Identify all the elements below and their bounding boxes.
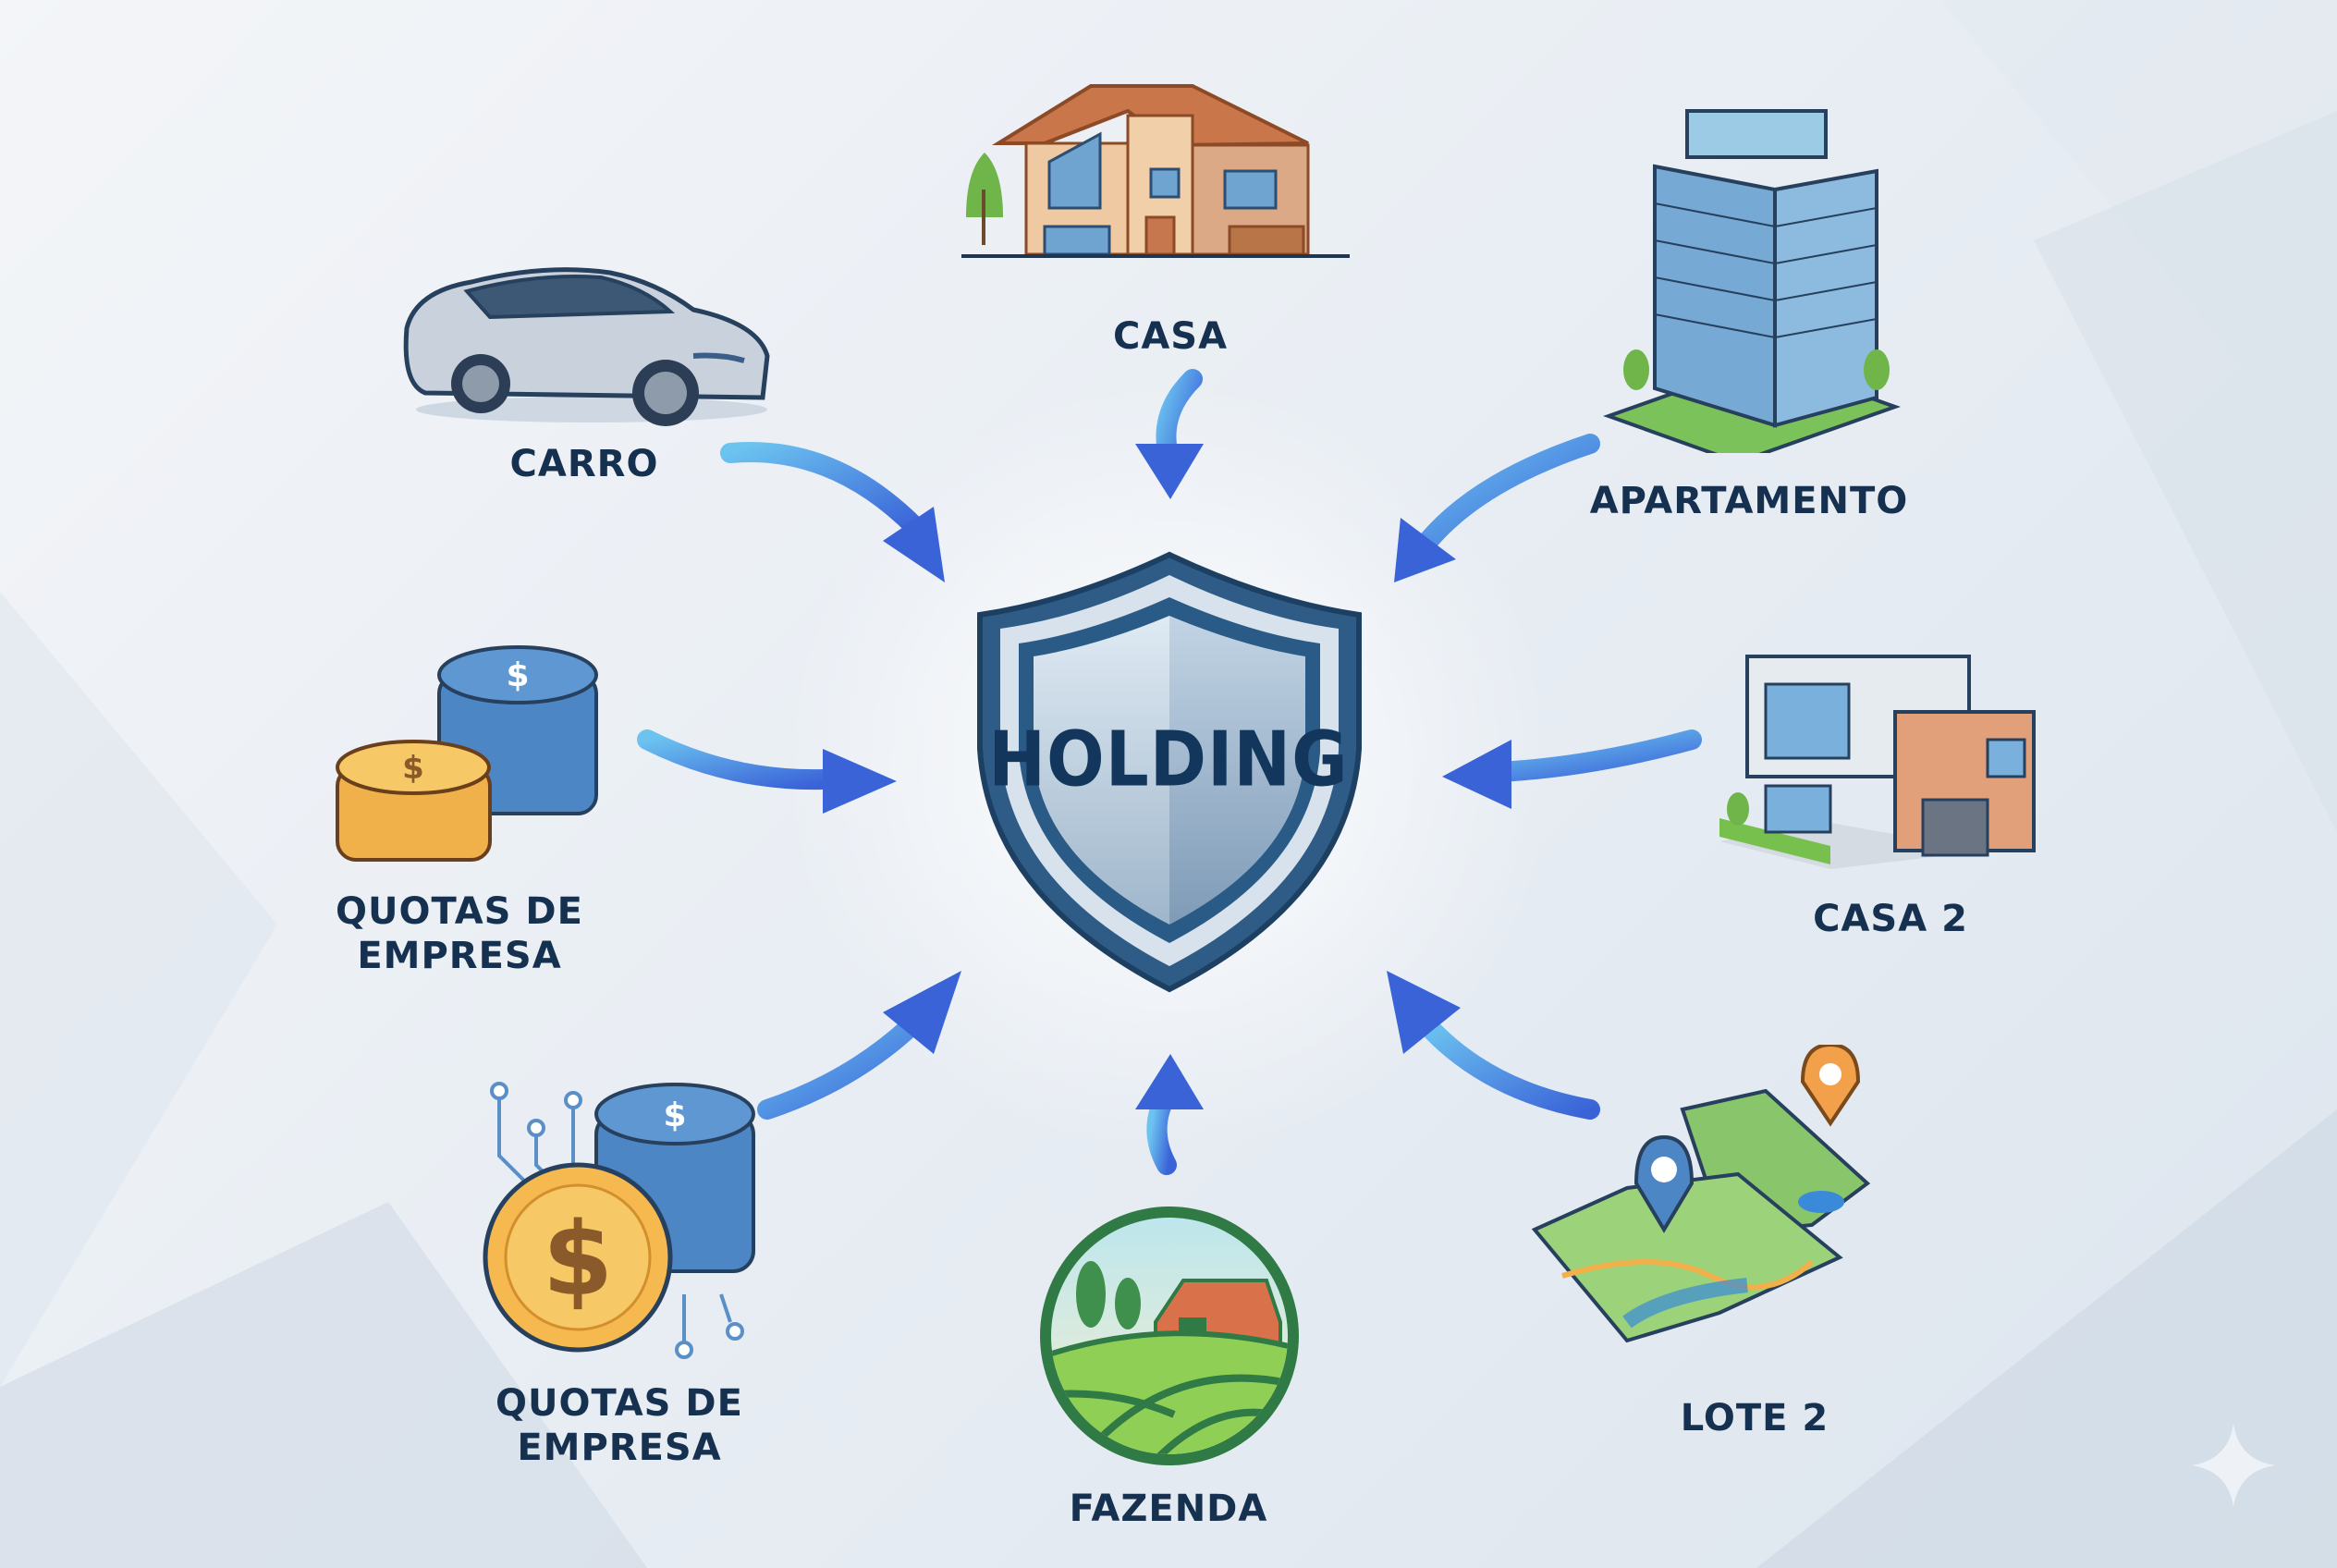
map-pins-icon xyxy=(1531,1045,1871,1343)
arrow-fazenda-icon xyxy=(1135,1054,1204,1175)
apartment-building-icon xyxy=(1603,109,1901,453)
sparkle-icon xyxy=(2192,1424,2275,1507)
modern-house-icon xyxy=(1719,655,2036,869)
svg-text:$: $ xyxy=(663,1096,686,1134)
asset-label-casa-2: CASA 2 xyxy=(1813,898,1968,940)
holding-title: HOLDING xyxy=(988,716,1349,804)
car-icon xyxy=(403,267,770,426)
house-icon xyxy=(961,84,1350,258)
svg-text:$: $ xyxy=(402,750,424,787)
arrow-apartamento-icon xyxy=(1394,434,1600,582)
svg-text:$: $ xyxy=(543,1200,614,1318)
arrow-carro-icon xyxy=(720,442,945,582)
digital-coins-icon: $ $ xyxy=(483,1082,755,1359)
coin-stack-icon: $ $ xyxy=(336,645,598,862)
shield-icon xyxy=(977,551,1362,993)
asset-label-apartamento: APARTAMENTO xyxy=(1589,480,1909,522)
asset-label-quotas-1: QUOTAS DE EMPRESA xyxy=(336,890,583,977)
asset-label-lote-2: LOTE 2 xyxy=(1680,1397,1829,1439)
asset-label-quotas-2: QUOTAS DE EMPRESA xyxy=(496,1382,743,1469)
arrow-casa-2-icon xyxy=(1442,729,1702,809)
asset-label-carro: CARRO xyxy=(509,443,659,485)
svg-text:$: $ xyxy=(506,656,529,694)
asset-label-casa: CASA xyxy=(1112,315,1229,358)
farm-icon xyxy=(1040,1207,1299,1465)
arrow-quotas-2-icon xyxy=(757,971,961,1120)
asset-label-fazenda: FAZENDA xyxy=(1069,1488,1268,1530)
arrow-casa-icon xyxy=(1135,369,1204,499)
arrow-quotas-1-icon xyxy=(637,729,897,814)
